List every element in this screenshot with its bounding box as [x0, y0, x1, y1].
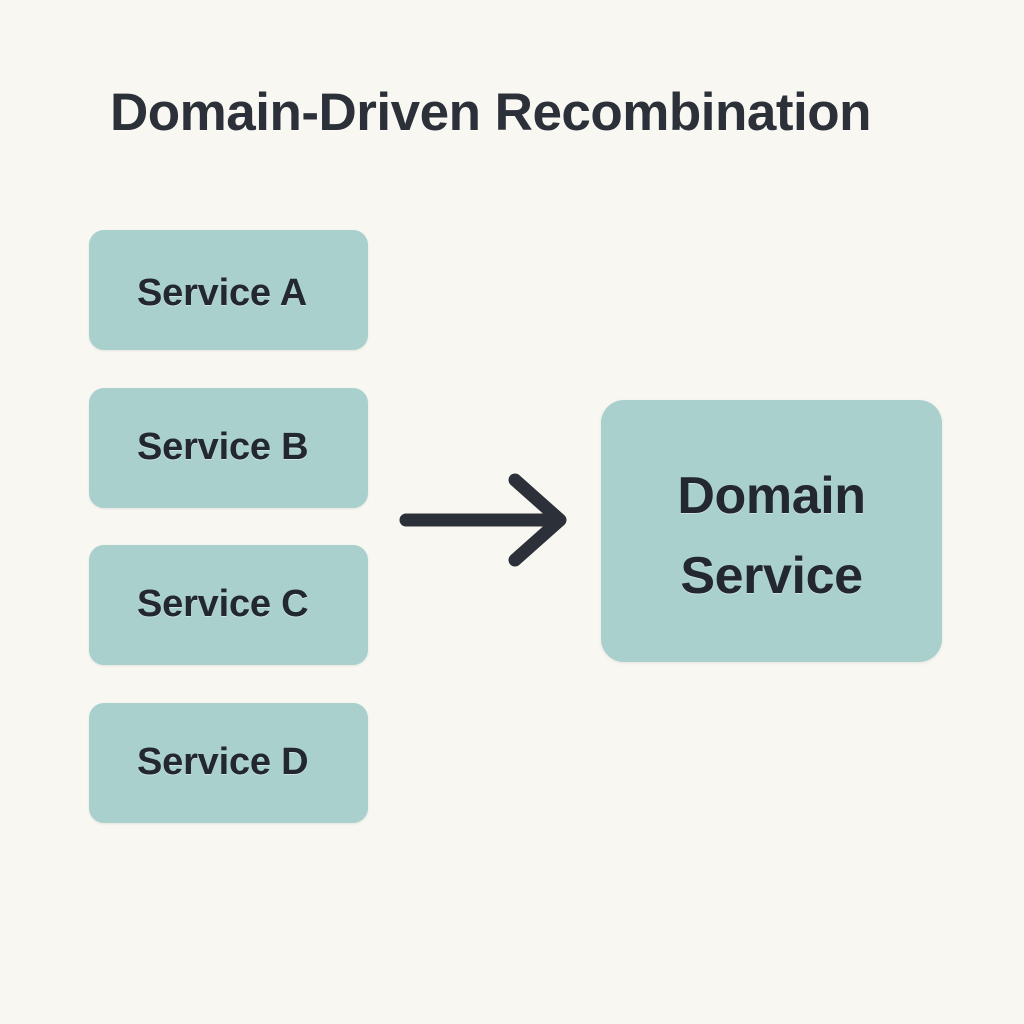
service-box-label: Service B — [137, 426, 309, 468]
service-box-a[interactable]: Service A — [89, 230, 368, 350]
service-box-d[interactable]: Service D — [89, 703, 368, 823]
domain-service-label: Domain Service — [601, 456, 942, 616]
arrow-right-icon — [399, 473, 567, 567]
domain-service-box[interactable]: Domain Service — [601, 400, 942, 662]
domain-service-label-line-1: Domain — [677, 467, 866, 525]
service-box-label: Service D — [137, 741, 309, 783]
service-box-label: Service C — [137, 583, 309, 625]
domain-service-label-line-2: Service — [680, 547, 863, 605]
page-title: Domain-Driven Recombination — [110, 83, 871, 142]
service-box-c[interactable]: Service C — [89, 545, 368, 665]
service-box-b[interactable]: Service B — [89, 388, 368, 508]
service-box-label: Service A — [137, 272, 308, 314]
